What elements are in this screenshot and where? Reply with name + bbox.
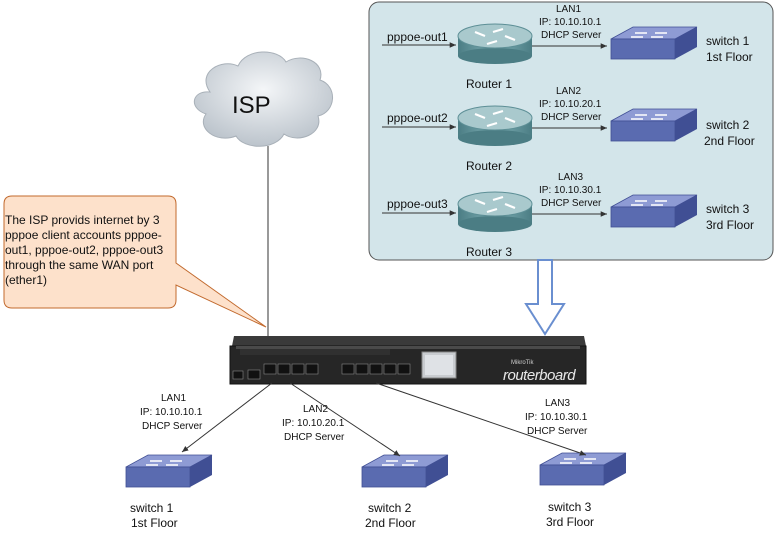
- callout-text: The ISP provids internet by 3 pppoe clie…: [5, 213, 164, 287]
- dhcp-label: DHCP Server: [541, 30, 602, 41]
- ip-label: IP: 10.10.10.1: [140, 407, 203, 418]
- pppoe-label: pppoe-out2: [387, 111, 448, 125]
- lan-label: LAN1: [556, 4, 582, 15]
- lan-label: LAN2: [556, 86, 582, 97]
- dhcp-label: DHCP Server: [541, 198, 602, 209]
- lan-label: LAN2: [303, 404, 329, 415]
- ip-label: IP: 10.10.30.1: [539, 185, 602, 196]
- lan1-link: [181, 382, 273, 453]
- isp-label: ISP: [232, 92, 271, 119]
- lan-label: LAN1: [161, 393, 187, 404]
- switch-icon: [610, 108, 698, 142]
- router-icon: [457, 105, 533, 146]
- floor-label: 3rd Floor: [706, 218, 755, 232]
- floor-label: 2nd Floor: [704, 134, 755, 148]
- lan-label: LAN3: [545, 398, 571, 409]
- switch-label: switch 1: [130, 501, 174, 515]
- switch-icon: [610, 194, 698, 228]
- routerboard-logo: routerboard: [503, 367, 576, 384]
- dhcp-label: DHCP Server: [541, 112, 602, 123]
- dhcp-label: DHCP Server: [142, 421, 203, 432]
- ip-label: IP: 10.10.30.1: [525, 412, 588, 423]
- vendor-logo-text: MikroTik: [511, 360, 534, 366]
- ip-label: IP: 10.10.20.1: [282, 418, 345, 429]
- dhcp-label: DHCP Server: [284, 432, 345, 443]
- router-icon: [457, 191, 533, 232]
- dhcp-label: DHCP Server: [527, 426, 588, 437]
- router-label: Router 1: [466, 77, 513, 91]
- floor-label: 2nd Floor: [365, 516, 416, 530]
- isp-cloud-icon: [194, 51, 333, 147]
- floor-label: 1st Floor: [131, 516, 178, 530]
- ip-label: IP: 10.10.20.1: [539, 99, 602, 110]
- floor-label: 1st Floor: [706, 50, 753, 64]
- switch-label: switch 2: [706, 118, 750, 132]
- switch-icon: [539, 452, 627, 486]
- switch-label: switch 3: [548, 500, 592, 514]
- router-row-graphic-2: [382, 105, 698, 146]
- router-icon: [457, 23, 533, 64]
- pppoe-label: pppoe-out1: [387, 30, 448, 44]
- router-label: Router 3: [466, 245, 513, 259]
- switch-label: switch 1: [706, 34, 750, 48]
- router-row-graphic-1: [382, 23, 698, 64]
- router-label: Router 2: [466, 159, 513, 173]
- switch-label: switch 3: [706, 202, 750, 216]
- routerboard-device: [229, 336, 587, 385]
- switch-icon: [125, 454, 213, 488]
- switch-icon: [610, 26, 698, 60]
- floor-label: 3rd Floor: [546, 515, 595, 529]
- switch-label: switch 2: [368, 501, 412, 515]
- router-row-graphic-3: [382, 191, 698, 232]
- pppoe-label: pppoe-out3: [387, 197, 448, 211]
- switch-icon: [361, 454, 449, 488]
- ip-label: IP: 10.10.10.1: [539, 17, 602, 28]
- lan-label: LAN3: [558, 172, 584, 183]
- callout-bubble: [3, 195, 267, 328]
- lan2-link: [289, 382, 401, 457]
- lan3-link: [375, 382, 587, 456]
- panel-to-router-arrow: [524, 259, 566, 336]
